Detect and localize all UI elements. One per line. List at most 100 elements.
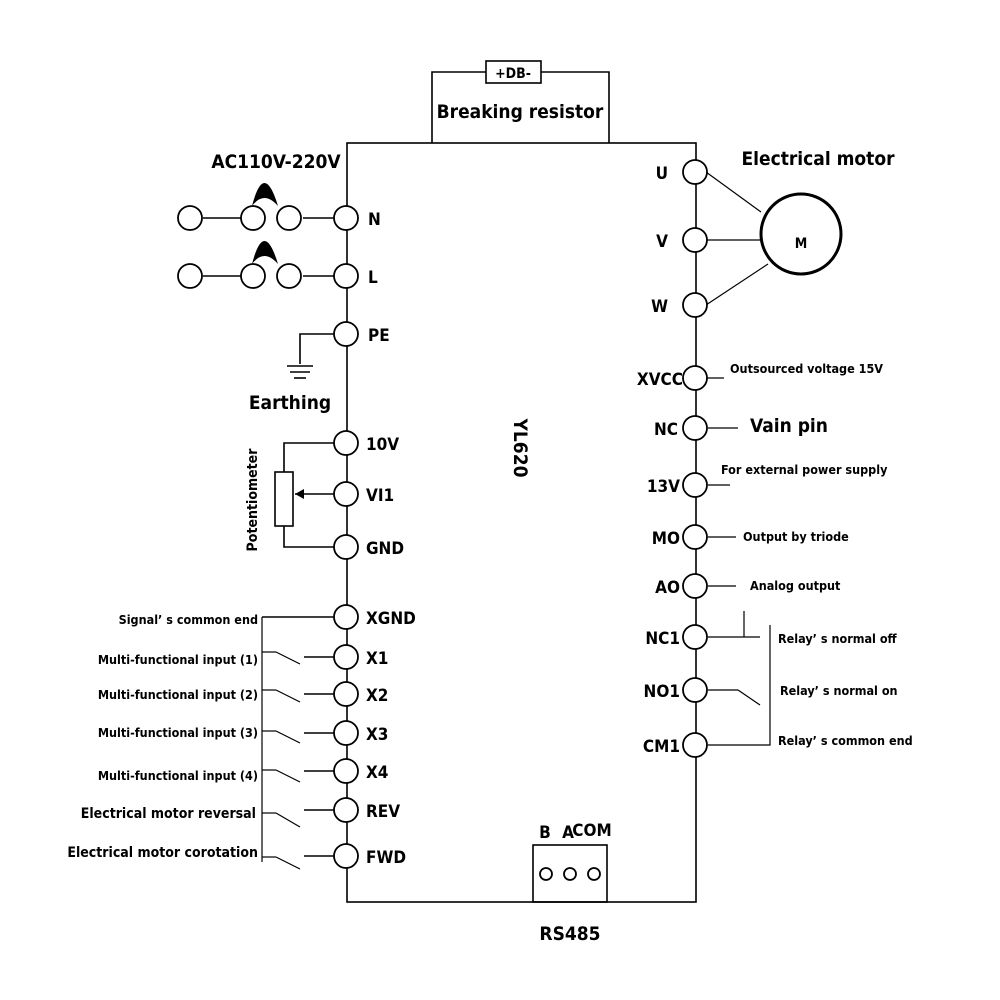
xgnd-desc: Signal’ s common end [119,612,258,627]
ao-desc: Analog output [750,578,841,593]
terminal-l-label: L [368,268,378,288]
terminal-10v-label: 10V [366,435,399,455]
earthing-symbol: Earthing [249,333,334,414]
potentiometer-label: Potentiometer [245,448,261,552]
x2-desc: Multi-functional input (2) [98,687,258,702]
no1-desc: Relay’ s normal on [780,683,898,698]
terminal-xvcc [682,365,708,391]
terminal-fwd-label: FWD [366,848,406,868]
switch-x3-icon [262,730,334,744]
x1-desc: Multi-functional input (1) [98,652,258,667]
model-label: YL620 [509,418,531,478]
breaker-n-icon [240,183,302,231]
motor-icon [759,192,843,276]
terminal-v [682,227,708,253]
switch-x4-icon [262,769,334,783]
right-terminals: U V W XVCC NC 13V MO AO NC1 NO1 CM1 [637,159,708,758]
terminal-pe [333,321,359,347]
ac-voltage-label: AC110V-220V [211,151,341,173]
rs485-com-screw [587,867,601,881]
switch-rev-icon [262,809,334,828]
terminal-vi1 [333,481,359,507]
rs485-pin-b: B [539,823,551,843]
terminal-nc-label: NC [654,420,678,440]
switch-x1-icon [262,651,334,665]
rs485-b-screw [539,867,553,881]
rs485-connector: B A COM RS485 [532,821,612,945]
relay-contacts-icon [708,611,771,746]
terminal-gnd [333,534,359,560]
left-terminals: N L PE 10V VI1 GND XGND X1 X2 X3 X4 REV … [333,205,416,869]
n-input-terminal [177,205,203,231]
potentiometer: Potentiometer [245,442,334,552]
terminal-cm1 [682,732,708,758]
terminal-l [333,263,359,289]
terminal-rev [333,797,359,823]
terminal-x4-label: X4 [366,763,388,783]
controller-box [346,142,697,903]
cm1-desc: Relay’ s common end [778,733,913,748]
braking-resistor: +DB- Breaking resistor [431,60,610,143]
power-input: AC110V-220V [177,151,341,289]
motor-symbol: M [795,236,808,252]
rs485-block [532,844,608,903]
terminal-x1 [333,644,359,670]
xvcc-desc: Outsourced voltage 15V [730,361,883,376]
terminal-no1-label: NO1 [644,682,680,702]
terminal-fwd [333,843,359,869]
terminal-xgnd-label: XGND [366,609,416,629]
v13-desc: For external power supply [721,462,888,477]
terminal-x1-label: X1 [366,649,388,669]
terminal-ao [682,573,708,599]
terminal-gnd-label: GND [366,539,404,559]
terminal-13v [682,472,708,498]
x4-desc: Multi-functional input (4) [98,768,258,783]
rs485-pin-a: A [562,823,574,843]
terminal-xgnd [333,604,359,630]
breaker-l-icon [240,241,302,289]
terminal-13v-label: 13V [647,477,680,497]
mo-desc: Output by triode [743,529,849,544]
terminal-no1 [682,677,708,703]
right-descriptions: Outsourced voltage 15V Vain pin For exte… [721,361,913,748]
right-wiring [706,377,771,746]
switch-x2-icon [262,689,334,703]
terminal-x3-label: X3 [366,725,388,745]
l-input-terminal [177,263,203,289]
terminal-x4 [333,758,359,784]
db-label: +DB- [495,66,531,82]
terminal-rev-label: REV [366,802,400,822]
motor: Electrical motor M [705,148,895,306]
rs485-label: RS485 [539,923,600,945]
terminal-cm1-label: CM1 [643,737,680,757]
terminal-10v [333,430,359,456]
switch-fwd-icon [262,855,334,870]
terminal-n [333,205,359,231]
db-box [485,60,542,84]
terminal-ao-label: AO [655,578,680,598]
rev-desc: Electrical motor reversal [81,806,256,822]
terminal-u-label: U [656,164,668,184]
digital-inputs: Signal’ s common end Multi-functional in… [67,612,334,870]
terminal-xvcc-label: XVCC [637,370,683,390]
nc1-desc: Relay’ s normal off [778,631,898,646]
terminal-w [682,292,708,318]
nc-desc: Vain pin [750,415,828,437]
terminal-u [682,159,708,185]
terminal-v-label: V [656,232,668,252]
terminal-vi1-label: VI1 [366,486,394,506]
terminal-mo-label: MO [652,529,680,549]
terminal-x3 [333,720,359,746]
terminal-x2 [333,681,359,707]
terminal-x2-label: X2 [366,686,388,706]
terminal-nc1 [682,624,708,650]
terminal-nc1-label: NC1 [645,629,680,649]
terminal-n-label: N [368,210,381,230]
motor-label: Electrical motor [741,148,895,170]
rs485-pin-com: COM [572,821,611,841]
earthing-label: Earthing [249,392,331,414]
x3-desc: Multi-functional input (3) [98,725,258,740]
terminal-pe-label: PE [368,326,390,346]
potentiometer-icon [274,471,294,527]
